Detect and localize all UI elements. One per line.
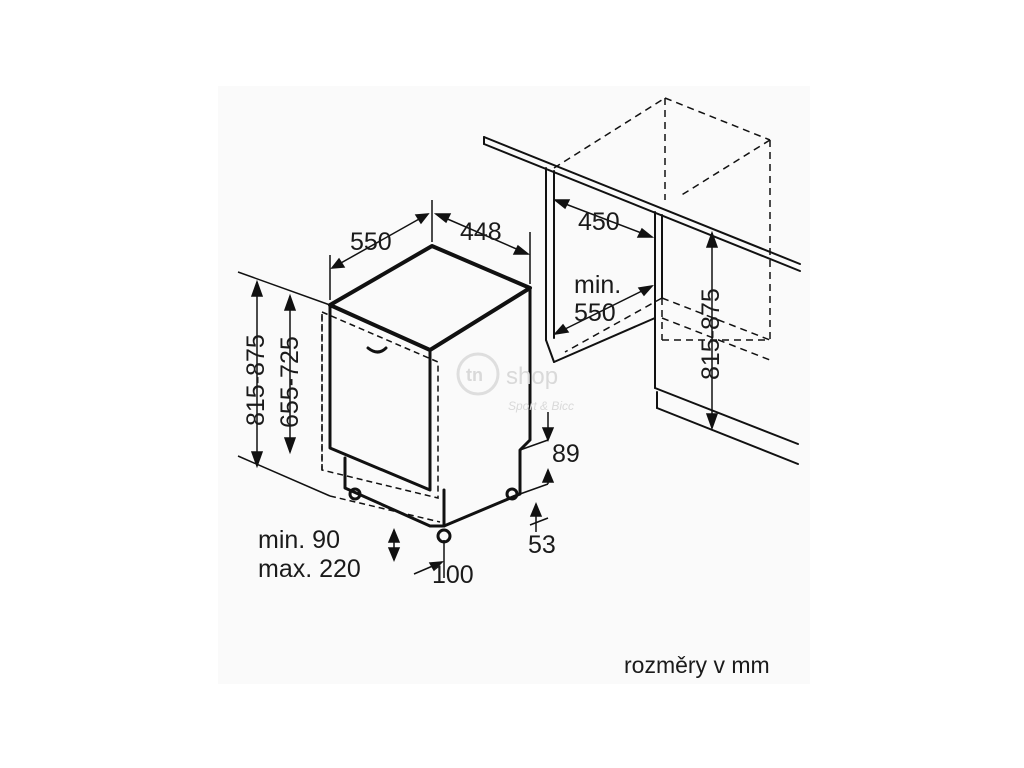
arrow-head (512, 244, 531, 255)
niche-hidden-lines (553, 97, 771, 361)
label-plinth-line1: min. 90 (258, 526, 340, 554)
niche-dimension-lines (552, 199, 719, 431)
arrow-head (433, 213, 452, 224)
arrow-head (705, 230, 719, 248)
cabinet-bottom-corner (545, 339, 555, 363)
watermark-brand: shop (506, 363, 558, 390)
label-niche-depth-line1: min. (574, 271, 621, 299)
cabinet-bottom-back (553, 317, 656, 363)
foot-left (348, 487, 362, 501)
worktop-bottom-line (483, 143, 801, 272)
watermark-logo-text: tn (466, 365, 483, 385)
ext-top-left (237, 271, 331, 306)
arrow-head (529, 502, 543, 517)
arrow-head (283, 437, 297, 455)
ext-toe-top (519, 439, 549, 451)
arrow-head (330, 257, 346, 269)
hidden-top-back (664, 97, 771, 141)
ext-bottom-left (237, 455, 331, 497)
door-panel-outline (321, 310, 441, 523)
worktop-top-line (483, 136, 801, 265)
hidden-plinth (661, 317, 771, 361)
hidden-floor-back (661, 297, 771, 341)
arrow-head (541, 468, 555, 483)
label-width: 448 (460, 218, 502, 246)
arrow-head (541, 427, 555, 442)
arrow-head (552, 199, 571, 210)
niche-drawing (483, 136, 801, 465)
arrow-head (250, 279, 264, 297)
door-handle (366, 346, 388, 354)
arrow-head (636, 227, 655, 238)
foot-right (505, 487, 519, 501)
arrow-head (428, 561, 444, 572)
label-total-height: 815-875 (242, 334, 270, 426)
watermark-logo-ring (456, 352, 500, 396)
dim-width-line (435, 213, 529, 255)
label-niche-height: 815-875 (697, 288, 725, 380)
watermark-sub: Sport & Bicc (508, 399, 574, 413)
ext-toe-floor (529, 517, 549, 526)
arrow-head (387, 528, 401, 543)
arrow-head (705, 413, 719, 431)
units-caption: rozměry v mm (624, 652, 770, 678)
arrow-head (283, 293, 297, 311)
hidden-top-left (553, 97, 666, 169)
watermark: tn shop Sport & Bicc (456, 352, 574, 413)
hidden-floor-diag (564, 297, 663, 353)
floor-line-1 (654, 387, 799, 445)
label-body-height: 655-725 (276, 336, 304, 428)
ext-toe-bottom (519, 483, 549, 495)
arrow-head (637, 284, 654, 297)
label-niche-depth-line2: 550 (574, 299, 616, 327)
floor-dashed (329, 495, 441, 523)
label-plinth-line2: max. 220 (258, 555, 361, 583)
label-leg-offset: 100 (432, 561, 474, 589)
arrow-head (250, 451, 264, 469)
label-depth: 550 (350, 228, 392, 256)
arrow-head (387, 547, 401, 562)
dim-niche-depth-line (554, 285, 653, 335)
dishwasher-dimension-lines (250, 213, 555, 575)
dishwasher-door (328, 303, 432, 492)
plinth (343, 456, 446, 528)
arrow-head (553, 323, 570, 336)
dim-depth-line (331, 213, 429, 269)
extension-lines (237, 200, 549, 578)
dim-niche-width-line (554, 199, 653, 238)
arrow-head (414, 213, 430, 225)
label-niche-width: 450 (578, 208, 620, 236)
hidden-top-diag (679, 139, 771, 197)
label-toe-top: 89 (552, 440, 580, 468)
label-toe-bottom: 53 (528, 531, 556, 559)
floor-line-2 (656, 407, 799, 465)
